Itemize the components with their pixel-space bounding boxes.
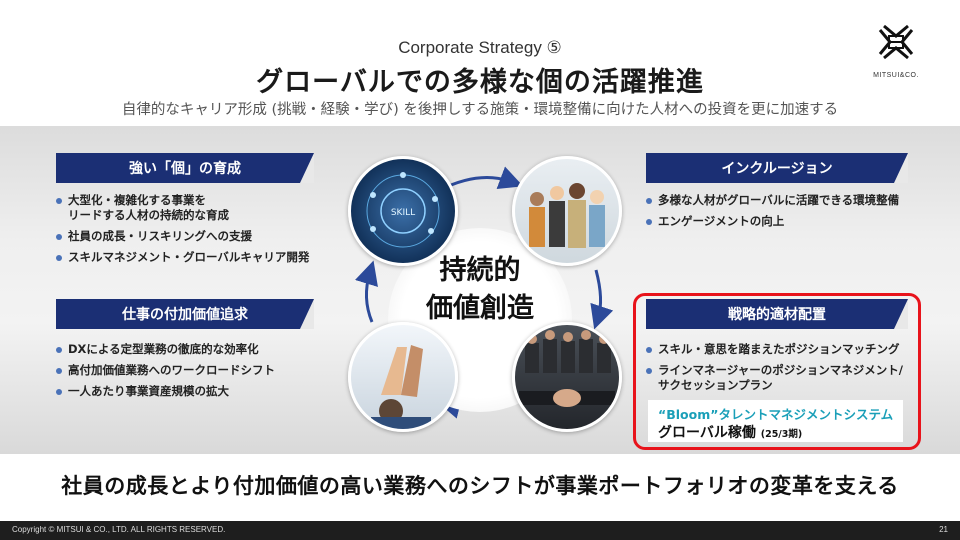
box-title-individual-growth: 強い「個」の育成	[56, 153, 314, 183]
footer-bar	[0, 521, 960, 540]
photo-high-five	[348, 322, 458, 432]
box-title-placement: 戦略的適材配置	[646, 299, 908, 329]
list-item: DXによる定型業務の徹底的な効率化	[56, 342, 336, 357]
list-item: スキル・意思を踏まえたポジションマッチング	[646, 342, 916, 357]
photo-diverse-team	[512, 156, 622, 266]
company-logo: MITSUI&CO.	[866, 22, 926, 82]
list-item: 高付加価値業務へのワークロードシフト	[56, 363, 336, 378]
list-value-add: DXによる定型業務の徹底的な効率化 高付加価値業務へのワークロードシフト 一人あ…	[56, 342, 336, 405]
box-title-inclusion: インクルージョン	[646, 153, 908, 183]
highlight-frame	[633, 293, 921, 450]
box-title-value-add: 仕事の付加価値追求	[56, 299, 314, 329]
handshake-icon	[519, 330, 615, 407]
bloom-system-label: “Bloom”タレントマネジメントシステム	[658, 407, 894, 422]
bloom-status: グローバル稼働 (25/3期)	[658, 425, 803, 441]
arrow-right	[590, 269, 614, 330]
list-item: ラインマネージャーのポジションマネジメント/サクセッションプラン	[646, 363, 916, 393]
high-five-icon	[371, 345, 431, 429]
list-individual-growth: 大型化・複雑化する事業をリードする人材の持続的な育成 社員の成長・リスキリングへ…	[56, 193, 336, 271]
bloom-callout	[648, 400, 903, 442]
copyright: Copyright © MITSUI & CO., LTD. ALL RIGHT…	[12, 525, 226, 534]
mitsui-logo-icon	[878, 24, 914, 60]
center-label: 持続的 価値創造	[388, 252, 572, 328]
people-icon	[529, 183, 605, 248]
skill-label: SKILL	[391, 208, 415, 218]
page-number: 21	[939, 525, 948, 534]
eyebrow: Corporate Strategy ⑤	[398, 38, 562, 57]
key-message: 社員の成長とより付加価値の高い業務へのシフトが事業ポートフォリオの変革を支える	[61, 474, 899, 498]
lead-text: 自律的なキャリア形成 (挑戦・経験・学び) を後押しする施策・環境整備に向けた人…	[121, 102, 839, 118]
center-line1: 持続的	[439, 255, 521, 286]
arrow-left	[355, 260, 378, 323]
list-item: エンゲージメントの向上	[646, 214, 926, 229]
photo-skills: SKILL	[348, 156, 458, 266]
list-item: スキルマネジメント・グローバルキャリア開発	[56, 250, 336, 265]
center-line2: 価値創造	[426, 293, 534, 324]
logo-wordmark: MITSUI&CO.	[873, 72, 919, 79]
list-inclusion: 多様な人材がグローバルに活躍できる環境整備 エンゲージメントの向上	[646, 193, 926, 235]
list-item: 大型化・複雑化する事業をリードする人材の持続的な育成	[56, 193, 336, 223]
list-item: 一人あたり事業資産規模の拡大	[56, 384, 336, 399]
page-title: グローバルでの多様な個の活躍推進	[256, 67, 704, 98]
photo-handshake	[512, 322, 622, 432]
network-icon: SKILL	[366, 172, 440, 248]
list-item: 社員の成長・リスキリングへの支援	[56, 229, 336, 244]
list-placement: スキル・意思を踏まえたポジションマッチング ラインマネージャーのポジションマネジ…	[646, 342, 916, 399]
list-item: 多様な人材がグローバルに活躍できる環境整備	[646, 193, 926, 208]
